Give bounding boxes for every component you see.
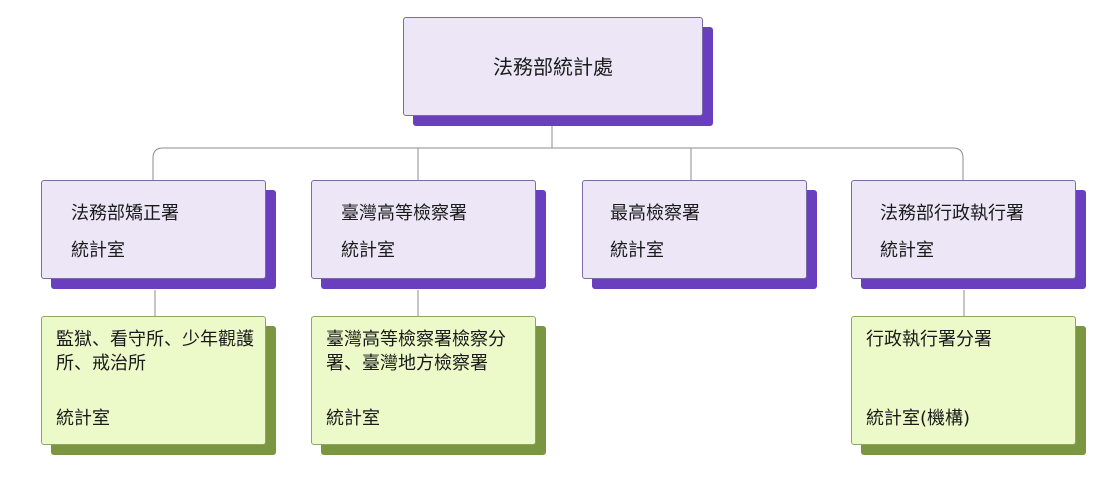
subunit-unit: 統計室 xyxy=(56,408,110,429)
agency-node-supreme-prosecutors: 最高檢察署 統計室 xyxy=(582,180,807,279)
subunit-unit: 統計室(機構) xyxy=(866,408,971,429)
subunit-unit: 統計室 xyxy=(326,408,380,429)
subunit-name: 臺灣高等檢察署檢察分署、臺灣地方檢察署 xyxy=(326,329,506,374)
agency-name: 臺灣高等檢察署 xyxy=(341,203,467,224)
agency-unit: 統計室 xyxy=(880,240,934,261)
agency-unit: 統計室 xyxy=(71,240,125,261)
agency-name: 最高檢察署 xyxy=(610,203,700,224)
root-node: 法務部統計處 xyxy=(403,17,703,116)
agency-node-enforcement: 法務部行政執行署 統計室 xyxy=(851,180,1076,279)
subunit-node-prosecutor-branches: 臺灣高等檢察署檢察分署、臺灣地方檢察署 統計室 xyxy=(311,316,536,445)
agency-unit: 統計室 xyxy=(610,240,664,261)
agency-unit: 統計室 xyxy=(341,240,395,261)
root-title: 法務部統計處 xyxy=(493,54,613,79)
agency-node-correction: 法務部矯正署 統計室 xyxy=(41,180,266,279)
agency-name: 法務部行政執行署 xyxy=(880,203,1024,224)
subunit-node-enforcement-branches: 行政執行署分署 統計室(機構) xyxy=(851,316,1076,445)
subunit-name: 監獄、看守所、少年觀護所、戒治所 xyxy=(56,329,254,374)
subunit-name: 行政執行署分署 xyxy=(866,329,992,350)
agency-node-high-prosecutors: 臺灣高等檢察署 統計室 xyxy=(311,180,536,279)
subunit-node-prisons: 監獄、看守所、少年觀護所、戒治所 統計室 xyxy=(41,316,266,445)
connector-bus xyxy=(152,147,964,180)
agency-name: 法務部矯正署 xyxy=(71,203,179,224)
